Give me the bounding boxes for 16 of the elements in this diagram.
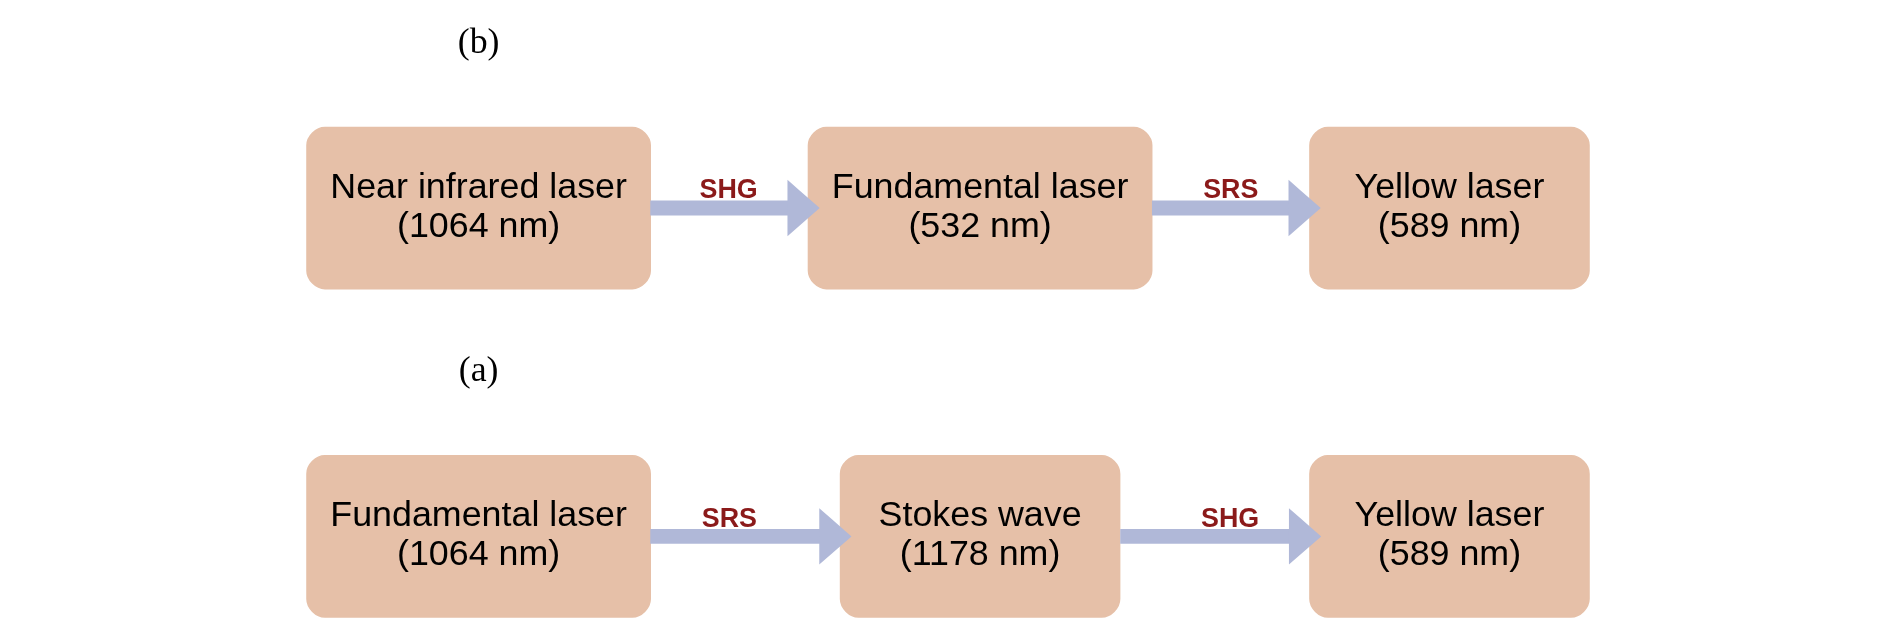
arrow — [1151, 179, 1321, 237]
node-box: Yellow laser (589 nm) — [1309, 455, 1590, 618]
node-box: Stokes wave (1178 nm) — [839, 455, 1121, 618]
node-box: Near infrared laser (1064 nm) — [306, 126, 651, 290]
node-box: Fundamental laser (532 nm) — [807, 126, 1153, 290]
node-box: Fundamental laser (1064 nm) — [306, 455, 651, 618]
arrow — [1120, 508, 1322, 565]
label: (a) — [458, 349, 499, 390]
node-box: Yellow laser (589 nm) — [1309, 126, 1590, 290]
arrow — [650, 179, 820, 237]
arrow — [650, 508, 852, 565]
edge-label: SHG — [699, 174, 758, 205]
label: (b) — [457, 21, 500, 62]
edge-label: SRS — [701, 502, 757, 533]
edge-label: SRS — [1203, 174, 1259, 205]
edge-label: SHG — [1200, 502, 1260, 533]
